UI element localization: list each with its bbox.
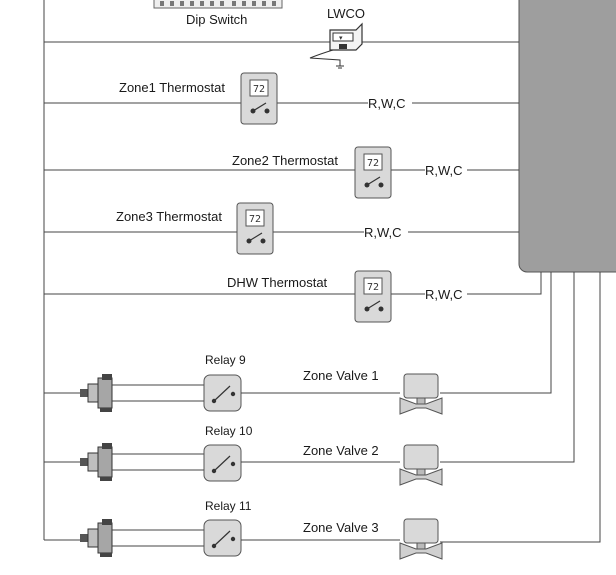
- lwco-label: LWCO: [327, 6, 365, 21]
- zone-valve3-label: Zone Valve 3: [303, 520, 379, 535]
- valve3-return-wire: [440, 272, 601, 543]
- zone1-rwc-label: R,W,C: [368, 96, 406, 111]
- dhw-thermostat-label: DHW Thermostat: [227, 275, 328, 290]
- lwco-icon: ▾: [309, 22, 363, 69]
- dhw-thermostat-icon: 72: [354, 270, 392, 323]
- dip-switch-label: Dip Switch: [186, 12, 247, 27]
- zone-valve2-icon: [399, 444, 443, 486]
- pump1-icon: [80, 374, 113, 412]
- zone3-thermostat-icon: 72: [236, 202, 274, 255]
- relay11-icon: [203, 519, 242, 557]
- zone1-thermostat-label: Zone1 Thermostat: [119, 80, 225, 95]
- control-box: [518, 0, 616, 273]
- dhw-wire-box: [467, 272, 542, 295]
- zone3-rwc-label: R,W,C: [364, 225, 402, 240]
- zone-valve1-label: Zone Valve 1: [303, 368, 379, 383]
- zone2-thermostat-icon: 72: [354, 146, 392, 199]
- valve1-return-wire: [440, 272, 552, 394]
- zone-valve1-icon: [399, 373, 443, 415]
- pump2-icon: [80, 443, 113, 481]
- zone1-thermostat-reading: 72: [253, 84, 265, 95]
- zone-valve3-icon: [399, 518, 443, 560]
- pump3-icon: [80, 519, 113, 557]
- valve2-return-wire: [440, 272, 575, 463]
- dhw-thermostat-reading: 72: [367, 282, 379, 293]
- relay9-icon: [203, 374, 242, 412]
- relay10-icon: [203, 444, 242, 482]
- dhw-rwc-label: R,W,C: [425, 287, 463, 302]
- lwco-symbol: ▾: [339, 34, 343, 42]
- dip-switch-icon: [153, 0, 283, 9]
- zone-valve2-label: Zone Valve 2: [303, 443, 379, 458]
- zone2-thermostat-label: Zone2 Thermostat: [232, 153, 338, 168]
- zone2-thermostat-reading: 72: [367, 158, 379, 169]
- relay9-label: Relay 9: [205, 353, 246, 367]
- zone3-thermostat-reading: 72: [249, 214, 261, 225]
- zone3-thermostat-label: Zone3 Thermostat: [116, 209, 222, 224]
- relay11-label: Relay 11: [205, 499, 252, 513]
- zone2-rwc-label: R,W,C: [425, 163, 463, 178]
- zone1-thermostat-icon: 72: [240, 72, 278, 125]
- relay10-label: Relay 10: [205, 424, 253, 438]
